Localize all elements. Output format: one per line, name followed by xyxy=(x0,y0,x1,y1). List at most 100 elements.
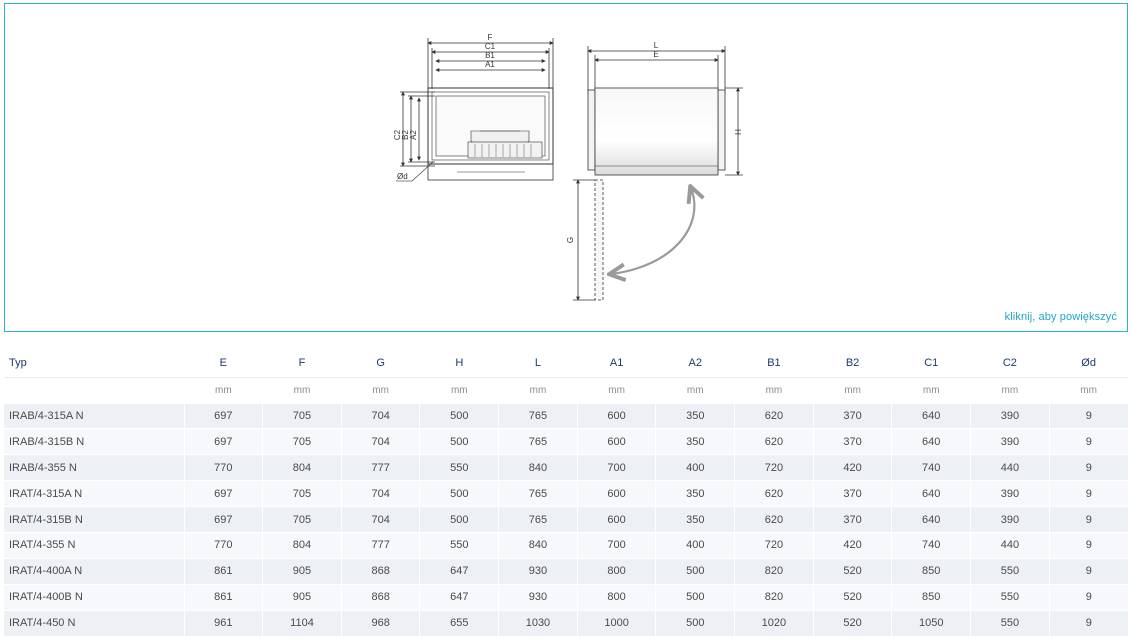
front-view-labels: F C1 B1 A1 C2 B2 A2 Ød xyxy=(393,33,496,181)
label-a1: A1 xyxy=(485,60,495,69)
dimension-cell: 850 xyxy=(891,583,971,611)
dimension-cell: 9 xyxy=(1048,609,1128,637)
dimension-cell: 740 xyxy=(891,454,971,481)
model-name-cell: IRAB/4-315A N xyxy=(4,402,184,429)
dimension-cell: 961 xyxy=(183,609,263,637)
dimension-cell: 765 xyxy=(498,480,578,507)
dimension-cell: 1104 xyxy=(262,609,342,637)
dimension-cell: 697 xyxy=(183,480,263,507)
dimension-cell: 420 xyxy=(812,454,892,481)
dimension-cell: 350 xyxy=(655,428,735,455)
label-g: G xyxy=(566,237,575,243)
model-name-cell: IRAT/4-315B N xyxy=(4,506,184,533)
model-name-cell: IRAT/4-315A N xyxy=(4,480,184,507)
dimension-cell: 500 xyxy=(655,609,735,637)
dimension-cell: 9 xyxy=(1048,402,1128,429)
dimension-cell: 9 xyxy=(1048,557,1128,585)
dimension-cell: 777 xyxy=(340,531,420,559)
dimension-cell: 777 xyxy=(340,454,420,481)
dimension-cell: 800 xyxy=(576,557,656,585)
dimension-cell: 350 xyxy=(655,402,735,429)
front-view xyxy=(396,38,554,182)
dimension-cell: 765 xyxy=(498,506,578,533)
dimension-cell: 697 xyxy=(183,506,263,533)
column-header-d: Ød xyxy=(1081,357,1096,370)
label-l: L xyxy=(654,41,659,50)
column-header-a1: A1 xyxy=(609,357,624,370)
dimension-cell: 705 xyxy=(262,506,342,533)
dimension-cell: 550 xyxy=(419,531,499,559)
dimension-cell: 720 xyxy=(734,454,814,481)
dimension-cell: 640 xyxy=(891,506,971,533)
unit-cell: mm xyxy=(813,376,892,403)
dimension-cell: 9 xyxy=(1048,531,1128,559)
dimension-cell: 697 xyxy=(183,402,263,429)
dimension-cell: 820 xyxy=(734,557,814,585)
side-view xyxy=(573,46,743,301)
dimension-cell: 550 xyxy=(419,454,499,481)
dimension-cell: 600 xyxy=(576,506,656,533)
dimension-cell: 600 xyxy=(576,402,656,429)
dimension-cell: 705 xyxy=(262,402,342,429)
model-name-cell: IRAB/4-355 N xyxy=(4,454,184,481)
dimension-cell: 9 xyxy=(1048,428,1128,455)
dimension-cell: 1030 xyxy=(498,609,578,637)
dimension-cell: 655 xyxy=(419,609,499,637)
model-name-cell: IRAB/4-315B N xyxy=(4,428,184,455)
dimension-cell: 640 xyxy=(891,428,971,455)
side-view-labels: L E H G xyxy=(566,41,742,243)
label-c2: C2 xyxy=(393,129,402,140)
dimension-cell: 804 xyxy=(262,454,342,481)
dimension-cell: 704 xyxy=(340,402,420,429)
dimension-cell: 905 xyxy=(262,557,342,585)
door-swing-arrow xyxy=(611,188,694,274)
dimension-cell: 9 xyxy=(1048,454,1128,481)
dimension-cell: 720 xyxy=(734,531,814,559)
dimension-cell: 9 xyxy=(1048,480,1128,507)
zoom-link[interactable]: kliknij, aby powiększyć xyxy=(1004,311,1117,323)
dimension-cell: 600 xyxy=(576,480,656,507)
dimension-cell: 390 xyxy=(970,480,1050,507)
unit-cell: mm xyxy=(262,376,342,403)
dimension-cell: 350 xyxy=(655,480,735,507)
unit-cell: mm xyxy=(655,376,735,403)
dimension-cell: 700 xyxy=(576,454,656,481)
dimension-cell: 400 xyxy=(655,531,735,559)
dimension-cell: 820 xyxy=(734,583,814,611)
column-header-c1: C1 xyxy=(924,357,939,370)
dimension-cell: 697 xyxy=(183,428,263,455)
unit-cell: mm xyxy=(341,376,420,403)
dimension-cell: 390 xyxy=(970,402,1050,429)
model-name-cell: IRAT/4-400A N xyxy=(4,557,184,585)
dimension-cell: 647 xyxy=(419,583,499,611)
dimension-cell: 350 xyxy=(655,506,735,533)
technical-drawing-panel[interactable]: F C1 B1 A1 C2 B2 A2 Ød xyxy=(4,3,1128,332)
dimension-cell: 850 xyxy=(891,557,971,585)
dimension-cell: 600 xyxy=(576,428,656,455)
dimension-cell: 550 xyxy=(970,583,1050,611)
dimension-cell: 804 xyxy=(262,531,342,559)
model-name-cell: IRAT/4-450 N xyxy=(4,609,184,637)
dimension-cell: 1050 xyxy=(891,609,971,637)
dimension-cell: 9 xyxy=(1048,506,1128,533)
dimension-cell: 930 xyxy=(498,557,578,585)
column-header-h: H xyxy=(455,357,464,370)
dimension-cell: 647 xyxy=(419,557,499,585)
dimension-cell: 740 xyxy=(891,531,971,559)
unit-cell: mm xyxy=(891,376,971,403)
label-c1: C1 xyxy=(485,42,496,51)
label-a2: A2 xyxy=(409,130,418,140)
dimension-cell: 620 xyxy=(734,402,814,429)
dimension-cell: 520 xyxy=(812,609,892,637)
